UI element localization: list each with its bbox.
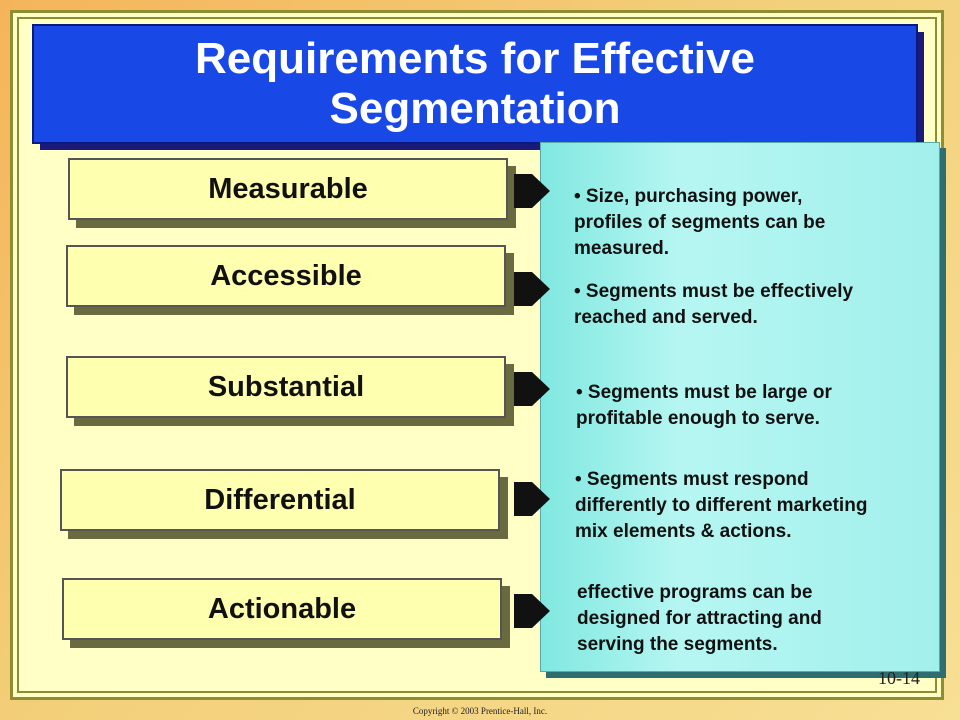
label-substantial: Substantial [66, 356, 506, 418]
description-measurable: • Size, purchasing power, profiles of se… [574, 186, 826, 259]
arrow-right-icon [514, 372, 550, 406]
arrow-right-icon [514, 272, 550, 306]
description-substantial: • Segments must be large or profitable e… [576, 382, 832, 429]
label-differential: Differential [60, 469, 500, 531]
copyright-notice: Copyright © 2003 Prentice-Hall, Inc. [412, 706, 548, 716]
label-text: Differential [204, 483, 356, 516]
title-banner: Requirements for Effective Segmentation [32, 24, 918, 144]
slide-title: Requirements for Effective Segmentation [195, 34, 755, 133]
label-actionable: Actionable [62, 578, 502, 640]
label-accessible: Accessible [66, 245, 506, 307]
description-actionable: effective programs can be designed for a… [577, 582, 822, 655]
description-accessible: • Segments must be effectively reached a… [574, 281, 854, 328]
label-text: Measurable [208, 172, 368, 205]
description-differential: • Segments must respond differently to d… [575, 469, 868, 542]
label-measurable: Measurable [68, 158, 508, 220]
label-text: Accessible [210, 259, 362, 292]
page-number: 10-14 [878, 668, 920, 688]
label-text: Actionable [207, 592, 357, 625]
arrow-right-icon [514, 174, 550, 208]
description-panel [540, 142, 940, 672]
arrow-right-icon [514, 594, 550, 628]
arrow-right-icon [514, 482, 550, 516]
label-text: Substantial [207, 370, 365, 403]
